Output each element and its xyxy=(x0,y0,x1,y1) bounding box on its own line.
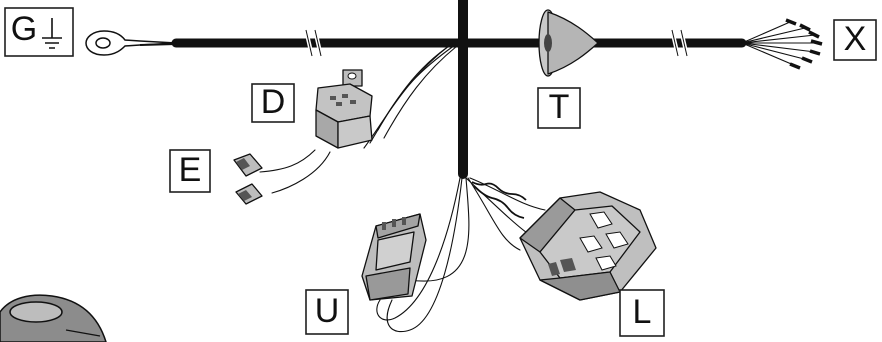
ground-ring-terminal xyxy=(85,30,177,56)
label-vehicle-connector-text: L xyxy=(633,293,652,331)
relay-wires xyxy=(259,43,458,194)
ground-symbol-icon xyxy=(42,18,62,49)
label-vehicle-connector: L xyxy=(619,289,665,337)
label-ground: G xyxy=(4,7,74,57)
label-open-ends: X xyxy=(833,19,877,61)
label-ground-text: G xyxy=(11,10,37,48)
label-plugs: E xyxy=(169,149,211,193)
open-wire-ends xyxy=(741,18,823,70)
lamp-housing xyxy=(0,294,107,342)
label-lamp-connector-text: U xyxy=(315,292,340,330)
grommet xyxy=(538,9,599,77)
lower-wires xyxy=(376,177,546,333)
label-open-ends-text: X xyxy=(844,20,867,58)
label-relay: D xyxy=(251,83,295,123)
label-grommet-text: T xyxy=(549,88,570,126)
lamp-connector xyxy=(361,213,427,301)
label-relay-text: D xyxy=(261,83,286,121)
label-grommet: T xyxy=(537,87,581,129)
bullet-plugs xyxy=(233,153,263,205)
label-lamp-connector: U xyxy=(305,289,349,335)
relay xyxy=(315,69,373,149)
vehicle-connector xyxy=(519,191,657,301)
label-plugs-text: E xyxy=(179,151,202,189)
